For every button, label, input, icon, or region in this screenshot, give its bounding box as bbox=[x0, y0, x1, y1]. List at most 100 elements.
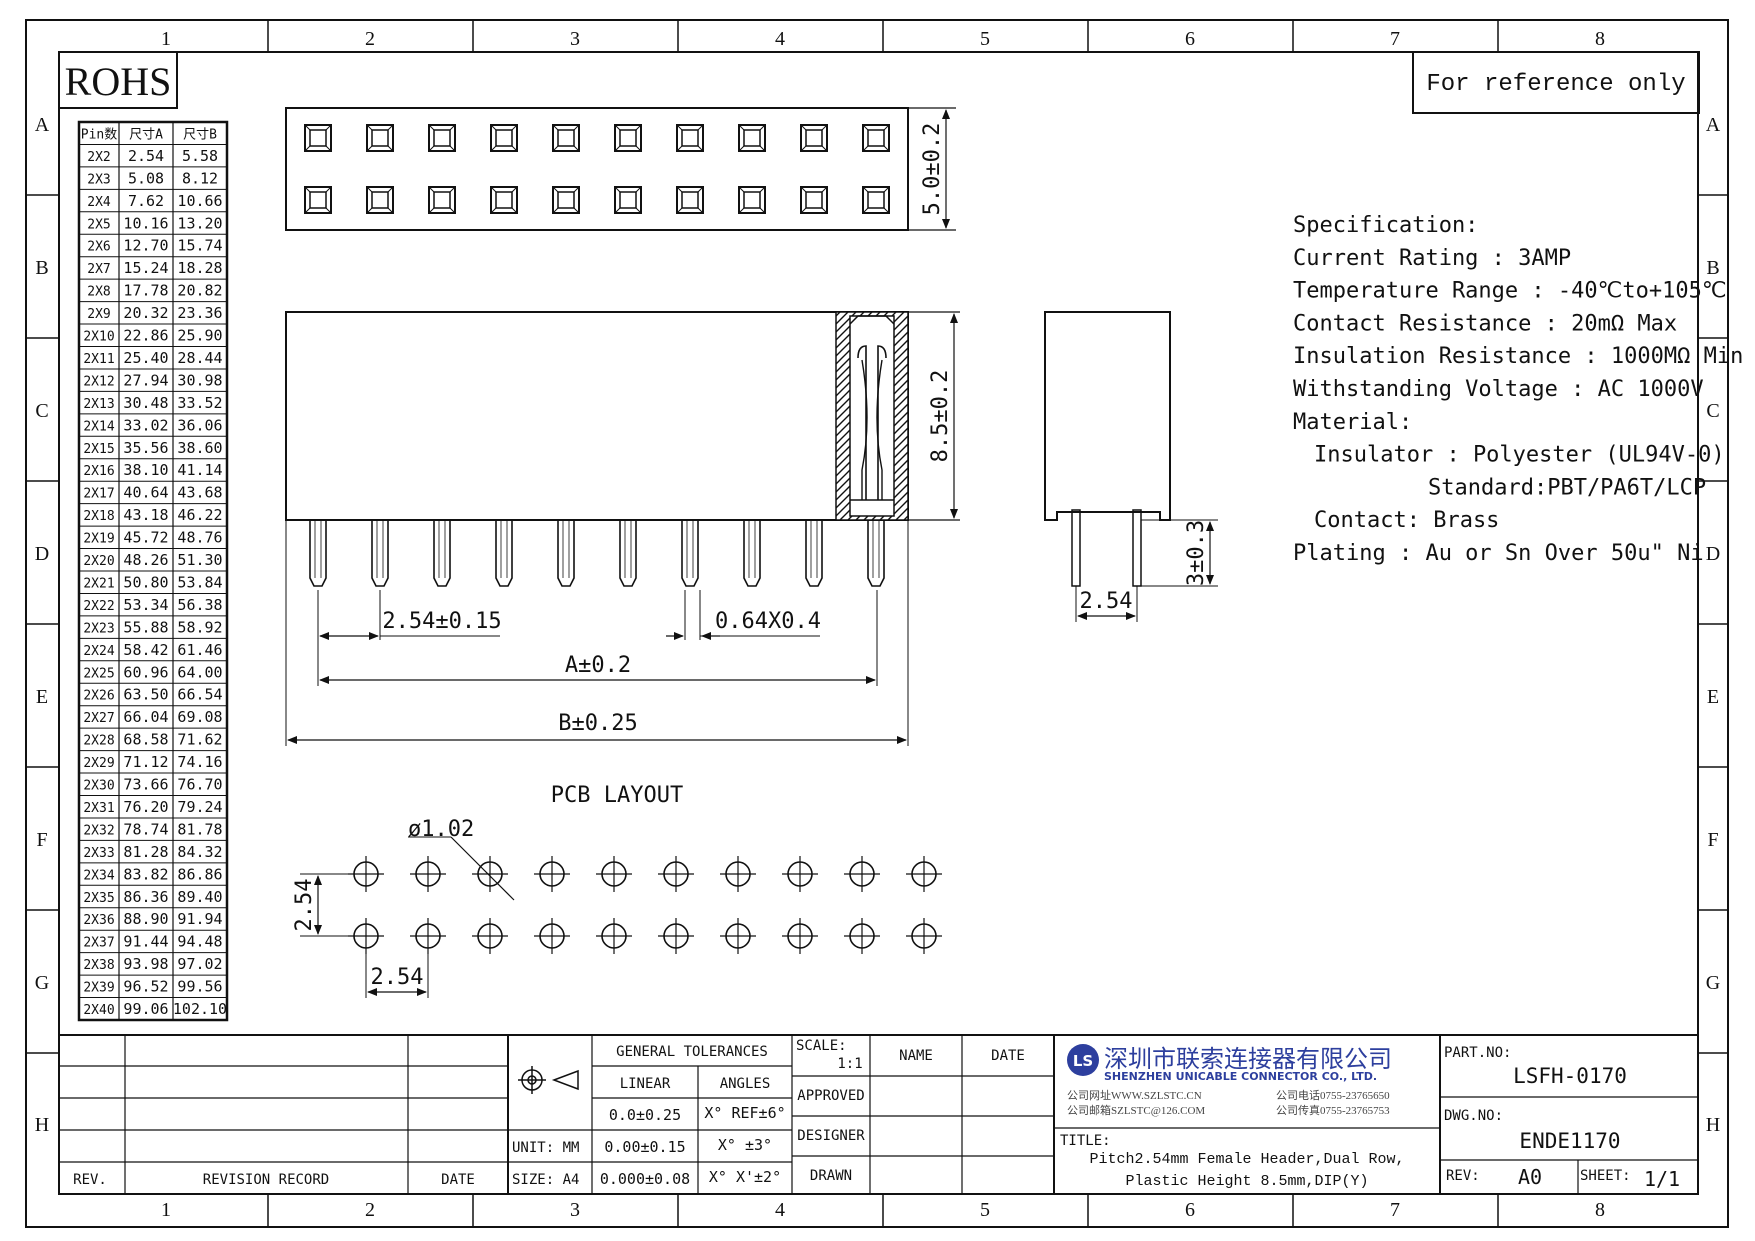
pin-table-cell: 27.94 bbox=[123, 371, 168, 389]
header-pin bbox=[309, 520, 327, 587]
pin-table-cell: 2X11 bbox=[83, 352, 114, 367]
contact-hole bbox=[552, 186, 580, 214]
pin-table-cell: 2X38 bbox=[83, 958, 114, 973]
pin-table-cell: 2X20 bbox=[83, 554, 114, 569]
pin-table-cell: 76.20 bbox=[123, 798, 168, 816]
pin-table-cell: 55.88 bbox=[123, 618, 168, 636]
pcb-col-pitch: 2.54 bbox=[371, 965, 424, 990]
drawn-label: DRAWN bbox=[810, 1168, 852, 1184]
pin-table-cell: 2X31 bbox=[83, 801, 114, 816]
pin-table-cell: 2X3 bbox=[87, 172, 110, 187]
side-view: 2.54 3±0.3 bbox=[1044, 311, 1218, 622]
pin-table-cell: 40.64 bbox=[123, 484, 168, 502]
zone-row-label: C bbox=[35, 400, 48, 422]
svg-text:LS: LS bbox=[1073, 1052, 1093, 1070]
pin-table-cell: 73.66 bbox=[123, 776, 168, 794]
part-no-label: PART.NO: bbox=[1444, 1045, 1511, 1061]
pin-table-cell: 2X26 bbox=[83, 689, 114, 704]
pcb-row-pitch: 2.54 bbox=[292, 879, 317, 932]
pin-table-cell: 38.10 bbox=[123, 461, 168, 479]
dim-body-height: 8.5±0.2 bbox=[928, 370, 953, 463]
header-pin bbox=[805, 520, 823, 587]
pin-table-cell: 2X13 bbox=[83, 397, 114, 412]
contact-hole-inner bbox=[433, 129, 451, 147]
projection-symbol-icon bbox=[518, 1066, 579, 1094]
pin-table-cell: 88.90 bbox=[123, 910, 168, 928]
pin-table-cell: 53.84 bbox=[177, 573, 222, 591]
date-header: DATE bbox=[441, 1172, 475, 1188]
pin-table-cell: 63.50 bbox=[123, 686, 168, 704]
date-header-2: DATE bbox=[991, 1048, 1025, 1064]
contact-hole bbox=[800, 124, 828, 152]
pcb-hole-dia: ø1.02 bbox=[408, 817, 474, 842]
contact-hole-inner bbox=[371, 129, 389, 147]
company-fax: 公司传真0755-23765753 bbox=[1276, 1103, 1390, 1117]
pin-table-cell: 2X21 bbox=[83, 576, 114, 591]
zone-row-label: E bbox=[1707, 686, 1719, 708]
pin-table-cell: 2X10 bbox=[83, 330, 114, 345]
dwg-no-value: ENDE1170 bbox=[1519, 1129, 1620, 1153]
designer-label: DESIGNER bbox=[797, 1128, 865, 1144]
header-pin bbox=[433, 520, 451, 587]
tol-linear-3: 0.000±0.08 bbox=[600, 1170, 690, 1188]
zone-row-label: C bbox=[1706, 400, 1719, 422]
zone-row-label: E bbox=[36, 686, 48, 708]
contact-hole bbox=[676, 124, 704, 152]
scale-value: 1:1 bbox=[837, 1056, 862, 1072]
zone-col-label: 6 bbox=[1185, 28, 1195, 50]
pin-table-cell: 2X6 bbox=[87, 240, 110, 255]
title-line-2: Plastic Height 8.5mm,DIP(Y) bbox=[1125, 1173, 1368, 1190]
pin-table-cell: 25.40 bbox=[123, 349, 168, 367]
contact-hole bbox=[366, 124, 394, 152]
rohs-label: ROHS bbox=[65, 59, 172, 104]
company-logo-icon: LS bbox=[1067, 1044, 1099, 1076]
zone-col-label: 5 bbox=[980, 1199, 990, 1221]
title-line-1: Pitch2.54mm Female Header,Dual Row, bbox=[1089, 1151, 1404, 1168]
contact-hole-inner bbox=[805, 129, 823, 147]
contact-hole-inner bbox=[619, 191, 637, 209]
zone-col-label: 4 bbox=[775, 28, 785, 50]
pin-table-cell: 2X16 bbox=[83, 464, 114, 479]
pin-table-cell: 99.56 bbox=[177, 978, 222, 996]
spec-line: Current Rating : 3AMP bbox=[1293, 246, 1571, 271]
spec-line: Specification: bbox=[1293, 213, 1478, 238]
contact-hole-inner bbox=[619, 129, 637, 147]
zone-row-label: G bbox=[35, 972, 49, 994]
pin-table-cell: 74.16 bbox=[177, 753, 222, 771]
pin-table-cell: 66.04 bbox=[123, 708, 168, 726]
pin-table-cell: 2X40 bbox=[83, 1003, 114, 1018]
pin-table-cell: 18.28 bbox=[177, 259, 222, 277]
pcb-layout: PCB LAYOUT ø1.02 2.54 2.54 bbox=[292, 783, 942, 998]
contact-hole-inner bbox=[557, 191, 575, 209]
company-web: 公司网址WWW.SZLSTC.CN bbox=[1067, 1088, 1202, 1102]
pin-table-cell: 2X34 bbox=[83, 868, 114, 883]
company-name-cn: 深圳市联索连接器有限公司 bbox=[1104, 1045, 1392, 1073]
contact-hole bbox=[304, 186, 332, 214]
title-block bbox=[59, 1034, 1698, 1194]
zone-col-label: 6 bbox=[1185, 1199, 1195, 1221]
contact-hole-inner bbox=[743, 129, 761, 147]
zone-col-label: 3 bbox=[570, 28, 580, 50]
pin-table-header: 尺寸A bbox=[129, 127, 163, 142]
pin-table-cell: 2X39 bbox=[83, 981, 114, 996]
pin-table-cell: 58.42 bbox=[123, 641, 168, 659]
zone-col-label: 4 bbox=[775, 1199, 785, 1221]
title-block-text: REV. REVISION RECORD DATE UNIT: MM SIZE:… bbox=[73, 1038, 1025, 1188]
spec-line: Withstanding Voltage : AC 1000V bbox=[1293, 377, 1704, 402]
dim-a: A±0.2 bbox=[565, 653, 631, 678]
pin-table-cell: 46.22 bbox=[177, 506, 222, 524]
pin-table-cell: 2X35 bbox=[83, 891, 114, 906]
pin-table-cell: 53.34 bbox=[123, 596, 168, 614]
specification: Specification:Current Rating : 3AMPTempe… bbox=[1293, 213, 1743, 566]
zone-col-label: 2 bbox=[365, 28, 375, 50]
spec-line: Contact: Brass bbox=[1314, 508, 1499, 533]
pin-table-cell: 33.52 bbox=[177, 394, 222, 412]
zone-col-label: 8 bbox=[1595, 28, 1605, 50]
pin-table-cell: 79.24 bbox=[177, 798, 222, 816]
pin-table-cell: 2X29 bbox=[83, 756, 114, 771]
pin-table-cell: 20.32 bbox=[123, 304, 168, 322]
zone-dividers bbox=[26, 20, 1728, 1227]
zone-col-label: 8 bbox=[1595, 1199, 1605, 1221]
contact-hole bbox=[428, 124, 456, 152]
pin-table-cell: 2X17 bbox=[83, 487, 114, 502]
